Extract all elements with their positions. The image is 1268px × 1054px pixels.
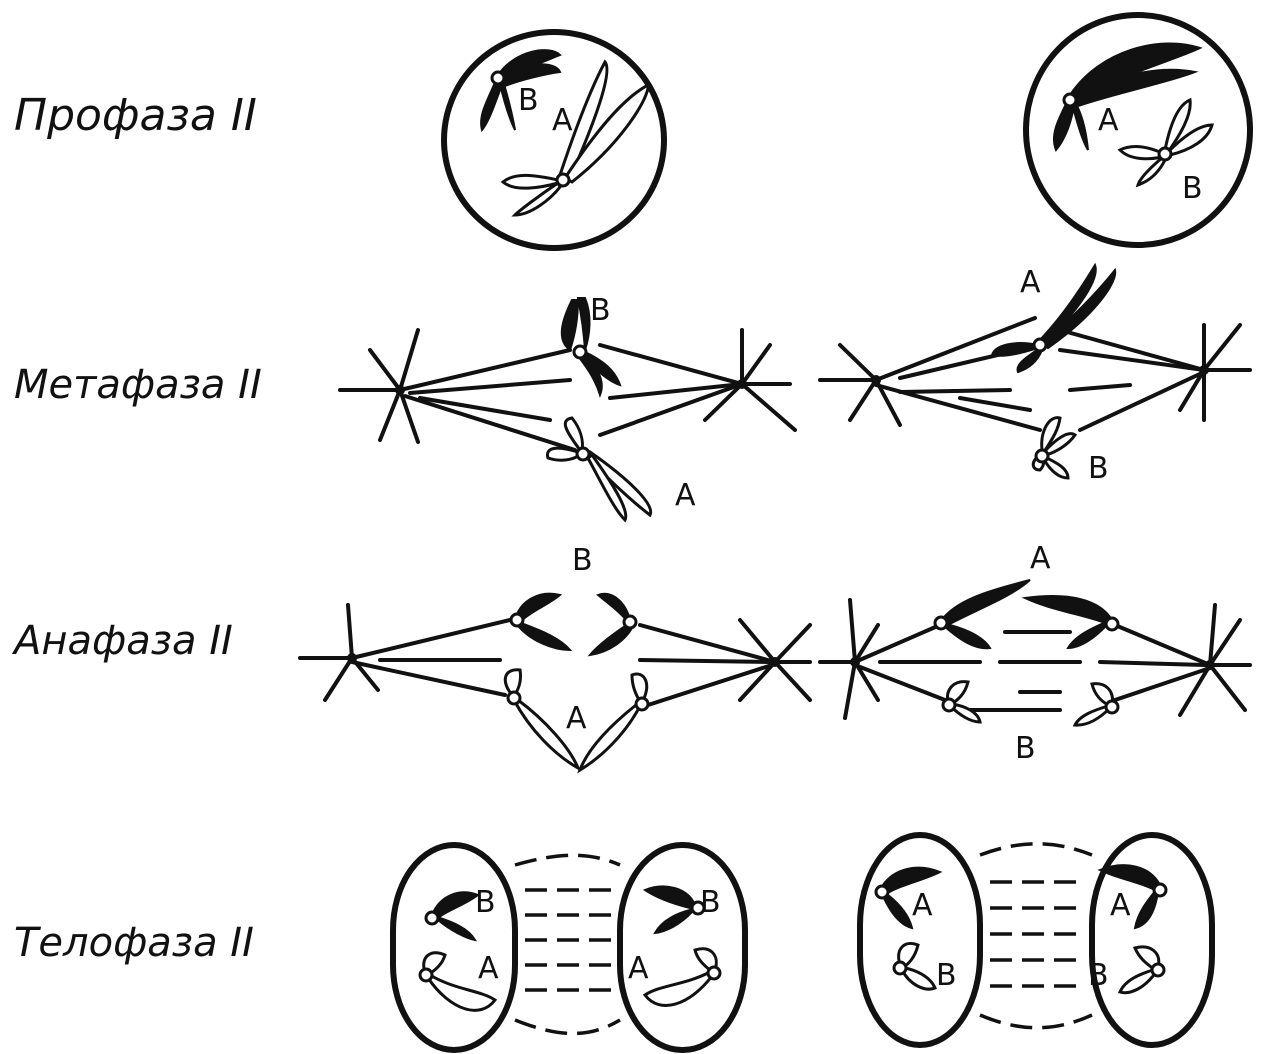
telophase-cell-pair-left: B A B A [393, 845, 745, 1050]
gene-label-b: B [936, 958, 957, 993]
gene-label-a: A [478, 951, 499, 986]
gene-label-a: A [1110, 888, 1131, 923]
gene-label-a: A [1098, 103, 1119, 138]
gene-label-a: A [1020, 265, 1041, 300]
anaphase-spindle-right: A B [820, 541, 1250, 766]
gene-label-b: B [590, 293, 611, 328]
gene-label-b: B [1088, 958, 1109, 993]
gene-label-b: B [700, 885, 721, 920]
telophase-cell-pair-right: A B A B [860, 835, 1212, 1045]
gene-label-a: A [1030, 541, 1051, 576]
metaphase-spindle-right: A B [820, 265, 1250, 486]
prophase-cell-right: A B [1026, 15, 1250, 245]
gene-label-b: B [1088, 451, 1109, 486]
gene-label-a: A [552, 103, 573, 138]
anaphase-spindle-left: B A [300, 543, 810, 770]
metaphase-spindle-left: B A [340, 293, 795, 520]
gene-label-b: B [1182, 171, 1203, 206]
gene-label-a: A [912, 888, 933, 923]
gene-label-b: B [475, 885, 496, 920]
prophase-cell-left: B A [444, 32, 664, 248]
gene-label-b: B [1015, 731, 1036, 766]
gene-label-b: B [572, 543, 593, 578]
gene-label-a: A [566, 701, 587, 736]
gene-label-a: A [675, 478, 696, 513]
gene-label-b: B [518, 83, 539, 118]
gene-label-a: A [628, 951, 649, 986]
